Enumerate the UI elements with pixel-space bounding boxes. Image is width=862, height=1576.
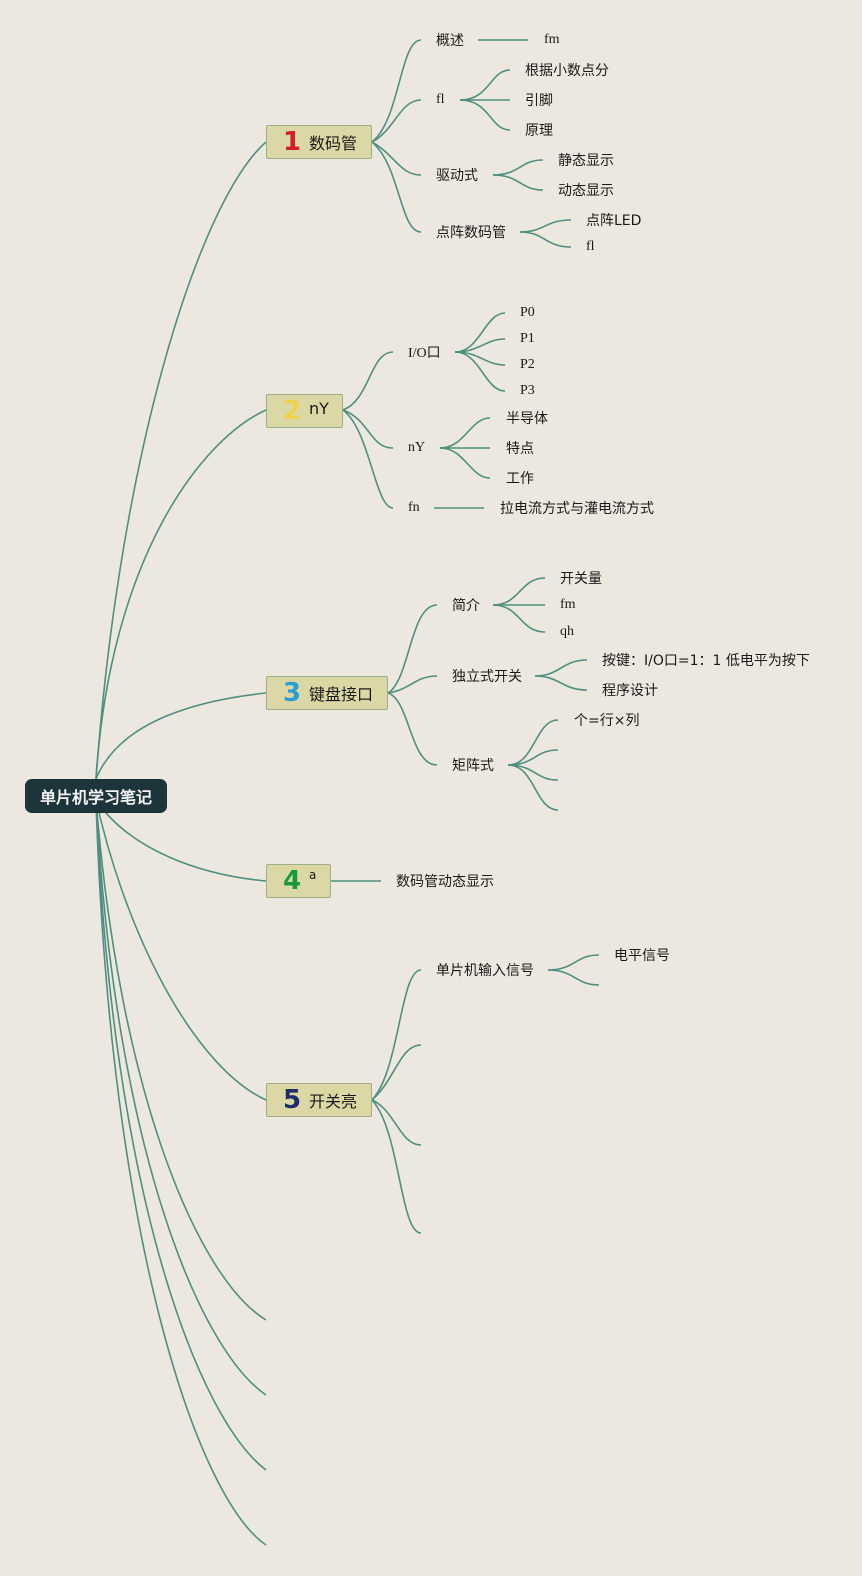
t3-intro[interactable]: 简介 [452,598,480,614]
t1-drive-child-1[interactable]: 静态显示 [558,153,614,169]
topic-node-4[interactable]: 4 a [266,864,331,898]
t3-matrix[interactable]: 矩阵式 [452,758,494,774]
topic-node-2[interactable]: 2 nY [266,394,343,428]
t2-ny-child-3[interactable]: 工作 [506,471,534,487]
t1-matrix[interactable]: 点阵数码管 [436,225,506,241]
t3-intro-child-1[interactable]: 开关量 [560,571,602,587]
t3-indep[interactable]: 独立式开关 [452,669,522,685]
t1-drive[interactable]: 驱动式 [436,168,478,184]
topic-label-5: 开关亮 [309,1092,358,1111]
topic-node-5[interactable]: 5 开关亮 [266,1083,372,1117]
t1-matrix-child-1[interactable]: 点阵LED [586,213,642,229]
t2-ny[interactable]: nY [408,440,426,455]
t2-io-child-4[interactable]: P3 [520,383,535,398]
t4-child[interactable]: 数码管动态显示 [396,874,494,890]
topic-node-3[interactable]: 3 键盘接口 [266,676,388,710]
number-two-icon: 2 [283,396,302,426]
t3-indep-child-2[interactable]: 程序设计 [602,683,658,699]
root-node[interactable]: 单片机学习笔记 [25,779,167,813]
t1-fl[interactable]: fl [436,92,445,107]
t3-matrix-child[interactable]: 个=行×列 [574,713,640,729]
t5-input-child[interactable]: 电平信号 [614,948,670,964]
t3-intro-child-3[interactable]: qh [560,624,574,639]
number-one-icon: 1 [283,127,302,157]
t1-fl-child-2[interactable]: 引脚 [525,93,553,109]
t2-ny-child-1[interactable]: 半导体 [506,411,548,427]
topic-label-1: 数码管 [309,134,358,153]
t1-matrix-child-2[interactable]: fl [586,239,595,254]
t2-io[interactable]: I/O口 [408,346,441,361]
t2-fn-child[interactable]: 拉电流方式与灌电流方式 [500,501,654,517]
t1-drive-child-2[interactable]: 动态显示 [558,183,614,199]
t2-io-child-1[interactable]: P0 [520,305,535,320]
number-four-icon: 4 [283,866,302,896]
t2-io-child-2[interactable]: P1 [520,331,535,346]
t3-indep-child-1[interactable]: 按键：I/O口=1：1 低电平为按下 [602,653,810,669]
t1-overview-child[interactable]: fm [544,32,560,47]
topic-label-2: nY [309,399,329,418]
t1-overview[interactable]: 概述 [436,33,464,49]
t2-fn[interactable]: fn [408,500,420,515]
topic-label-3: 键盘接口 [309,685,374,704]
topic-label-4: a [309,868,317,882]
t1-fl-child-1[interactable]: 根据小数点分 [525,63,609,79]
t1-fl-child-3[interactable]: 原理 [525,123,553,139]
t5-input[interactable]: 单片机输入信号 [436,963,534,979]
number-three-icon: 3 [283,678,302,708]
topic-node-1[interactable]: 1 数码管 [266,125,372,159]
t2-io-child-3[interactable]: P2 [520,357,535,372]
number-five-icon: 5 [283,1085,302,1115]
t2-ny-child-2[interactable]: 特点 [506,441,534,457]
t3-intro-child-2[interactable]: fm [560,597,576,612]
